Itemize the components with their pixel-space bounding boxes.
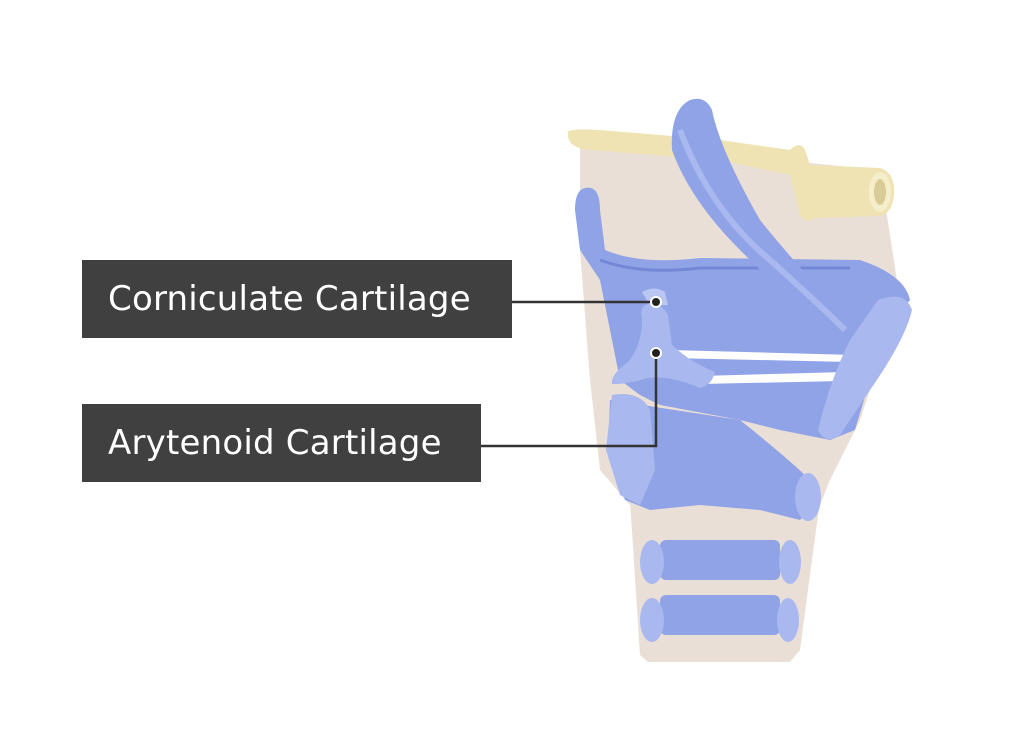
hyoid-bone [567, 129, 895, 221]
epiglottis [671, 98, 850, 335]
arytenoid-marker [650, 347, 662, 359]
corniculate-cartilage-label-text: Corniculate Cartilage [108, 279, 471, 319]
arytenoid-leader-line [481, 354, 658, 448]
corniculate-cartilage-label: Corniculate Cartilage [82, 260, 512, 338]
corniculate-marker [650, 296, 662, 308]
leader-lines [481, 296, 662, 448]
arytenoid-cartilage-shape [611, 303, 715, 388]
arytenoid-cartilage-label: Arytenoid Cartilage [82, 404, 481, 482]
trachea [630, 500, 820, 662]
arytenoid-cartilage-label-text: Arytenoid Cartilage [108, 423, 442, 463]
vocal-ligaments [670, 350, 855, 384]
thyroid-anterior-edge [818, 296, 912, 439]
cricoid-cartilage [606, 394, 821, 521]
